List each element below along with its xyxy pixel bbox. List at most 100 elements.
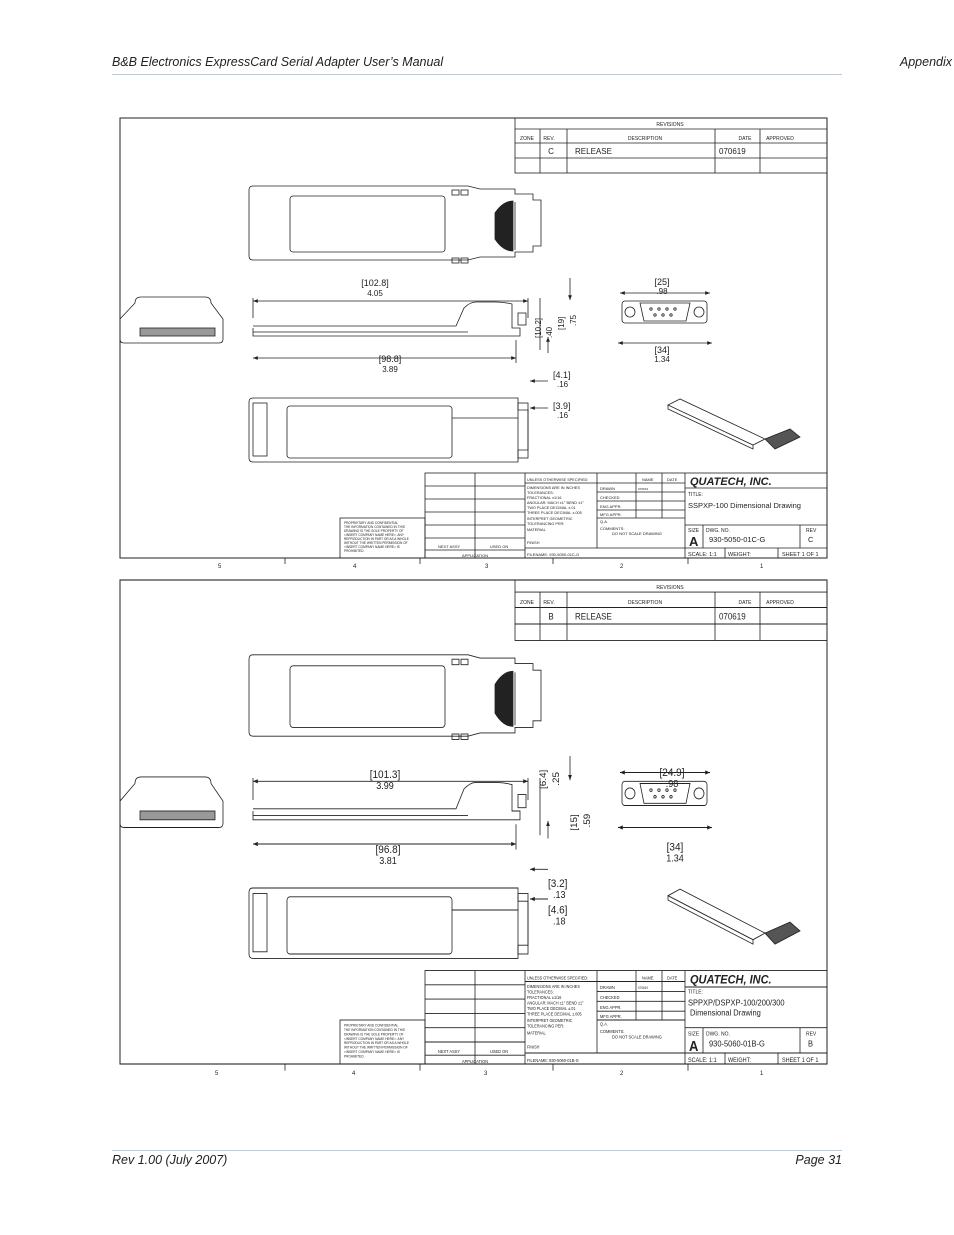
drawing-label: 070619 [719, 611, 746, 621]
drawing-label: .18 [553, 916, 566, 928]
drawing-label: DRAWN [600, 486, 615, 491]
drawing-label: 930-5060-01B-G [709, 1039, 765, 1048]
drawing-label: Q.A. [600, 1021, 608, 1026]
drawing-label: FINISH [527, 1044, 540, 1049]
drawing-label: WITHOUT THE WRITTEN PERMISSION OF [344, 1045, 408, 1049]
drawing-label: TITLE: [688, 492, 703, 498]
drawing-label: TITLE: [688, 989, 703, 995]
drawing-label: DATE [667, 975, 678, 980]
drawing-label: DATE [739, 136, 753, 142]
drawing-label: REVISIONS [656, 585, 684, 591]
drawing-label: TOLERANCING PER: [527, 1024, 564, 1029]
drawing-label: DRAWING IS THE SOLE PROPERTY OF [344, 529, 403, 533]
drawing-label: C [808, 535, 814, 544]
drawing-label: DWG. NO. [706, 1031, 730, 1037]
drawing-label: [15] [569, 814, 579, 831]
drawing-label: ENG APPR. [600, 1005, 621, 1010]
drawing-label: MFG APPR. [600, 512, 622, 517]
drawing-label: ANGULAR: MACH ±1° BEND ±1° [527, 1000, 584, 1005]
drawing-label: 070619 [638, 487, 648, 491]
dimensional-drawing-1: REVISIONS ZONE REV. DESCRIPTION DATE APP… [120, 118, 827, 570]
drawing-label: [4.6] [548, 904, 568, 917]
drawing-label: FILENAME: 930-5050-01C-G [527, 552, 579, 557]
drawing-label: B [808, 1039, 813, 1048]
drawing-label: REV [806, 1031, 817, 1037]
company-name: QUATECH, INC. [690, 476, 772, 488]
drawing-label: APPLICATION [462, 553, 488, 558]
drawing-label: 1.34 [666, 853, 684, 865]
drawing-label: [6.4] [538, 770, 548, 789]
drawing-label: .13 [553, 890, 566, 902]
drawing-label: Q.A. [600, 519, 608, 524]
drawing-label: MATERIAL [527, 528, 546, 532]
drawing-label: INTERPRET GEOMETRIC [527, 1018, 573, 1023]
drawing-label: ANGULAR: MACH ±1° BEND ±1° [527, 501, 584, 505]
drawing-label: MFG APPR. [600, 1014, 622, 1019]
drawing-label: .98 [666, 778, 679, 790]
drawing-label: USED ON [490, 1049, 508, 1054]
drawing-label: DRAWING IS THE SOLE PROPERTY OF [344, 1032, 404, 1036]
drawing-label: TOLERANCING PER: [527, 522, 564, 526]
drawing-label: PROHIBITED. [344, 549, 364, 553]
drawing-label: 2 [620, 1070, 624, 1077]
drawing-label: ZONE [520, 600, 534, 606]
drawing-label: COMMENTS: [600, 526, 624, 531]
drawing-label: [3.2] [548, 877, 568, 890]
manual-title: B&B Electronics ExpressCard Serial Adapt… [112, 55, 444, 69]
drawing-label: [34] [667, 841, 684, 854]
drawing-label: [96.8] [375, 843, 400, 856]
drawing-title: SSPXP-100 Dimensional Drawing [688, 501, 801, 510]
drawing-label: DESCRIPTION [628, 600, 662, 606]
drawing-label: TOLERANCES: [527, 491, 554, 495]
drawing-label: FRACTIONAL ±1/16 [527, 496, 561, 500]
drawing-label: 3 [484, 1070, 488, 1077]
drawing-label: B [548, 611, 554, 621]
drawing-label: 3.89 [382, 365, 398, 374]
drawing-label: FRACTIONAL ±1/16 [527, 995, 562, 1000]
drawing-label: DWG. NO. [706, 528, 730, 534]
drawing-label: QUATECH, INC. [690, 974, 772, 987]
drawing-label: <INSERT COMPANY NAME HERE> IS [344, 545, 400, 549]
drawing-label: APPLICATION [462, 1059, 488, 1064]
drawing-label: SPPXP/DSPXP-100/200/300 [688, 998, 785, 1007]
drawing-label: REPRODUCTION IN PART OR AS A WHOLE [344, 1041, 410, 1045]
drawing-label: SHEET 1 OF 1 [782, 1058, 818, 1064]
drawing-label: FINISH [527, 541, 540, 545]
drawing-label: RELEASE [575, 611, 612, 621]
drawing-label: NAME [642, 975, 654, 980]
drawing-label: .75 [569, 314, 578, 326]
drawing-label: [25] [654, 277, 669, 287]
drawing-label: 1 [760, 564, 764, 570]
drawing-label: NEXT ASSY [438, 544, 460, 549]
page-footer: Rev 1.00 (July 2007) Page 31 [112, 1153, 842, 1167]
drawing-label: 1 [760, 1070, 764, 1077]
revisions-title: REVISIONS [656, 122, 684, 128]
drawing-label: SHEET 1 OF 1 [782, 552, 819, 558]
revision-label: Rev 1.00 (July 2007) [112, 1153, 228, 1167]
section-label: Appendix [899, 55, 952, 69]
drawing-label: 3 [485, 564, 489, 570]
drawing-label: [19] [557, 317, 566, 330]
drawing-label: DO NOT SCALE DRAWING [612, 531, 662, 536]
drawing-label: ZONE [520, 136, 535, 142]
drawing-label: Dimensional Drawing [690, 1008, 761, 1017]
drawing-label: MATERIAL [527, 1030, 546, 1035]
drawing-label: FILENAME: 930-5060-01B-G [527, 1058, 579, 1063]
drawing-label: CHECKED [600, 995, 619, 1000]
drawing-label: .59 [582, 814, 592, 828]
drawing-label: TWO PLACE DECIMAL ±.01 [527, 1006, 576, 1011]
drawing-label: .98 [656, 287, 668, 296]
drawing-label: PROPRIETARY AND CONFIDENTIAL [344, 1023, 398, 1027]
drawing-label: REV. [543, 136, 554, 142]
drawing-label: WITHOUT THE WRITTEN PERMISSION OF [344, 541, 408, 545]
drawing-label: WEIGHT: [728, 1058, 751, 1064]
drawing-label: 3.99 [376, 781, 394, 793]
drawing-label: COMMENTS: [600, 1029, 624, 1034]
drawing-label: <INSERT COMPANY NAME HERE>. ANY [344, 1037, 405, 1041]
drawing-label: 5 [218, 564, 222, 570]
drawing-label: DRAWN [600, 985, 615, 990]
drawing-label: DO NOT SCALE DRAWING [612, 1035, 662, 1040]
drawing-label: PROPRIETARY AND CONFIDENTIAL [344, 521, 398, 525]
drawing-label: CHECKED [600, 495, 620, 500]
